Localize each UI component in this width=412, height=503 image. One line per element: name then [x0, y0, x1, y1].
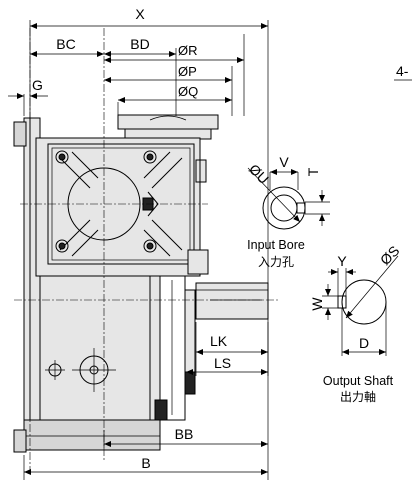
- input-flange: [35, 137, 209, 277]
- label-b: B: [141, 455, 150, 471]
- output-shaft-caption-en: Output Shaft: [323, 374, 394, 388]
- label-bb: BB: [175, 426, 194, 442]
- label-w: W: [309, 297, 325, 311]
- label-s: ØS: [377, 242, 403, 268]
- label-g: G: [32, 77, 43, 93]
- gearbox-housing: [13, 117, 196, 453]
- output-shaft-caption-cjk: 出力軸: [340, 390, 376, 404]
- output-shaft-detail: Y W D ØS Output Shaft 出力軸: [309, 242, 402, 404]
- label-q: ØQ: [178, 84, 198, 99]
- label-ls: LS: [214, 355, 231, 371]
- dimension-lines: [8, 23, 268, 475]
- label-r: ØR: [178, 43, 198, 58]
- label-y: Y: [337, 253, 347, 269]
- label-p: ØP: [178, 64, 197, 79]
- label-bd: BD: [130, 36, 149, 52]
- label-bc: BC: [56, 36, 75, 52]
- label-lk: LK: [210, 333, 228, 349]
- input-bore-caption-cjk: 入力孔: [258, 255, 294, 269]
- input-bore-caption-en: Input Bore: [247, 238, 305, 252]
- label-t: T: [305, 167, 321, 176]
- label-x: X: [135, 6, 145, 22]
- mounting-hub: [45, 348, 116, 392]
- label-d: D: [359, 335, 369, 351]
- label-v: V: [279, 154, 289, 170]
- corner-text: 4-: [396, 63, 409, 79]
- dimension-labels: X BC BD ØR ØP ØQ G LK LS BB B 4-: [32, 6, 409, 471]
- input-bore-detail: V T ØU Input Bore 入力孔: [246, 154, 330, 269]
- motor-adapter: [117, 114, 219, 140]
- output-shaft: [195, 282, 269, 320]
